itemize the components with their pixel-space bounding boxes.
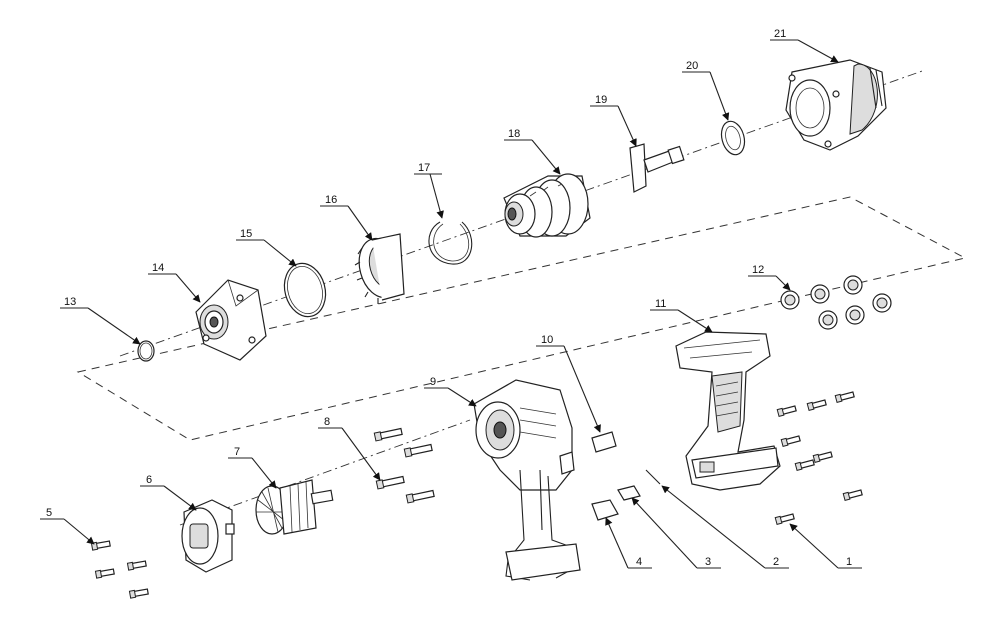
label-20: 20 xyxy=(686,60,698,72)
part-16-ring-gear xyxy=(354,233,405,304)
part-10-switch xyxy=(591,431,617,453)
part-6-end-cap xyxy=(181,499,235,573)
callout-15: 15 xyxy=(236,228,297,267)
part-13-o-ring xyxy=(137,340,155,362)
label-11: 11 xyxy=(655,298,666,310)
label-2: 2 xyxy=(773,556,779,568)
callout-14: 14 xyxy=(148,262,201,303)
label-19: 19 xyxy=(595,94,607,106)
part-8-screws xyxy=(373,427,435,504)
part-20-washer xyxy=(720,120,746,156)
label-5: 5 xyxy=(46,507,52,519)
callout-10: 10 xyxy=(536,334,601,433)
label-14: 14 xyxy=(152,262,164,274)
callout-20: 20 xyxy=(682,60,730,121)
part-12-nuts xyxy=(780,275,892,330)
label-12: 12 xyxy=(752,264,764,276)
callout-9: 9 xyxy=(424,376,477,407)
label-18: 18 xyxy=(508,128,520,140)
callout-16: 16 xyxy=(320,194,373,241)
part-2-pin xyxy=(645,469,661,485)
part-4-switch-block xyxy=(591,499,619,521)
label-10: 10 xyxy=(541,334,553,346)
callout-7: 7 xyxy=(228,446,277,489)
callout-4: 4 xyxy=(605,517,652,569)
label-1: 1 xyxy=(846,556,852,568)
callout-21: 21 xyxy=(770,28,839,63)
label-8: 8 xyxy=(324,416,330,428)
part-1-screws xyxy=(774,391,863,526)
part-21-gear-case xyxy=(785,59,887,151)
label-6: 6 xyxy=(146,474,152,486)
part-7-rotor xyxy=(255,479,334,535)
callout-13: 13 xyxy=(60,296,141,345)
label-15: 15 xyxy=(240,228,252,240)
label-9: 9 xyxy=(430,376,436,388)
part-15-large-o-ring xyxy=(283,262,327,318)
callout-3: 3 xyxy=(631,497,721,569)
callout-2: 2 xyxy=(661,485,789,569)
part-11-handle-housing xyxy=(675,331,781,491)
part-3-contact-plate xyxy=(617,485,641,501)
label-21: 21 xyxy=(774,28,786,40)
part-14-bearing-plate xyxy=(195,279,267,361)
part-5-screws xyxy=(90,540,149,599)
label-3: 3 xyxy=(705,556,711,568)
part-9-motor-housing xyxy=(473,379,581,581)
callout-5: 5 xyxy=(40,507,95,545)
label-17: 17 xyxy=(418,162,430,174)
label-13: 13 xyxy=(64,296,76,308)
callout-12: 12 xyxy=(748,264,791,291)
callout-8: 8 xyxy=(318,416,381,481)
label-7: 7 xyxy=(234,446,240,458)
callout-17: 17 xyxy=(414,162,444,219)
callout-11: 11 xyxy=(650,298,713,333)
callout-19: 19 xyxy=(590,94,637,147)
label-4: 4 xyxy=(636,556,642,568)
part-18-hammer-assembly xyxy=(503,173,591,238)
label-16: 16 xyxy=(325,194,337,206)
part-19-anvil xyxy=(629,143,685,193)
callout-1: 1 xyxy=(789,523,862,569)
part-17-snap-ring xyxy=(428,221,473,265)
callout-18: 18 xyxy=(504,128,561,175)
callout-6: 6 xyxy=(140,474,197,511)
